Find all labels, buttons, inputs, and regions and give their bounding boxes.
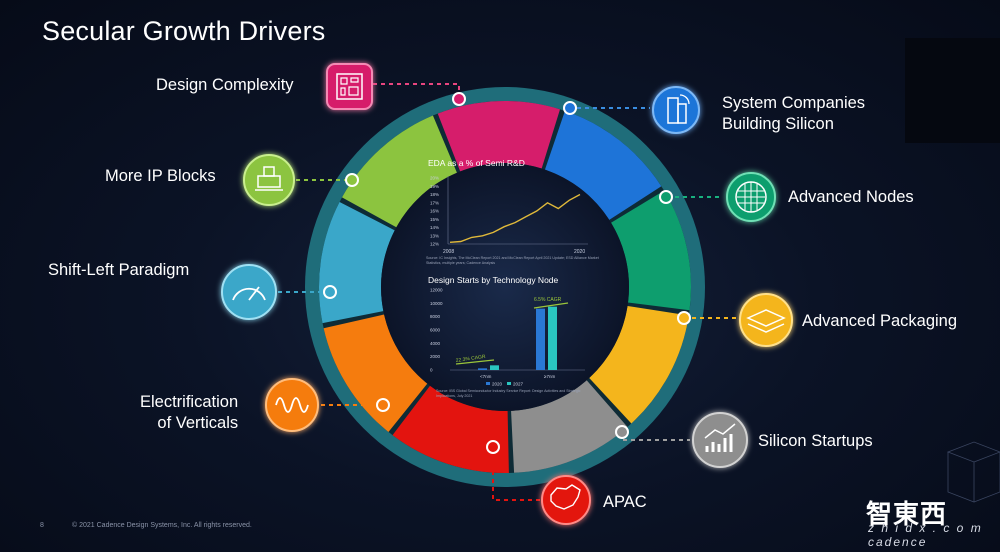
design-complexity-icon <box>326 63 373 110</box>
label-electrification-line2: of Verticals <box>157 414 239 432</box>
silicon-startups-icon <box>692 412 748 468</box>
label-system-companies-line2: Building Silicon <box>722 115 834 133</box>
chart1-y-tick: 18% <box>430 192 439 197</box>
electrification-icon <box>265 378 319 432</box>
ring-segments <box>318 101 691 473</box>
chart1-y-tick: 19% <box>430 184 439 189</box>
ring-segment-design-complexity <box>437 101 561 172</box>
chart2-cagr-right: 6.5% CAGR <box>534 297 562 303</box>
watermark-logo: 智東西 <box>866 499 948 529</box>
label-advanced-nodes: Advanced Nodes <box>788 188 914 206</box>
gauge-icon <box>221 264 277 320</box>
chart2-y-tick: 8000 <box>430 314 441 319</box>
page-number: 8 <box>40 522 44 529</box>
ring-segment-shift-left <box>318 201 395 324</box>
corner-panel <box>905 38 1000 143</box>
chart-design-starts: Design Starts by Technology Node 12000 10… <box>428 275 585 398</box>
chart1-y-tick: 13% <box>430 233 439 238</box>
chart2-bar-2027 <box>490 365 499 370</box>
chart1-x-start: 2008 <box>443 249 454 255</box>
label-system-companies-line1: System Companies <box>722 94 866 112</box>
dot-silicon-startups <box>615 425 629 439</box>
chart2-legend-2027: 2027 <box>513 382 524 387</box>
chart2-y-tick: 10000 <box>430 301 443 306</box>
chart1-y-tick: 20% <box>430 176 439 181</box>
dot-electrification <box>376 398 390 412</box>
chart2-cagr-left: 22.3% CAGR <box>455 354 486 364</box>
chart2-cat-right: ≥7nm <box>544 374 555 379</box>
label-advanced-packaging: Advanced Packaging <box>802 312 958 330</box>
chart2-bar-2020 <box>536 308 545 370</box>
system-companies-icon <box>652 86 700 134</box>
chart2-cat-left: <7nm <box>480 374 492 379</box>
chart2-bars <box>478 306 557 370</box>
ring-hub <box>381 163 629 411</box>
dot-system-companies <box>563 101 577 115</box>
label-design-complexity: Design Complexity <box>156 76 294 94</box>
page-title: Secular Growth Drivers <box>42 16 326 46</box>
chart1-x-end: 2020 <box>574 249 585 255</box>
chart2-y-tick: 2000 <box>430 354 441 359</box>
chart2-y-tick: 12000 <box>430 288 443 293</box>
ring-segment-silicon-startups <box>511 380 628 473</box>
chart2-y-tick: 0 <box>430 368 433 373</box>
chart1-y-tick: 17% <box>430 200 439 205</box>
watermark-sub: z h i d x . c o m cadence <box>868 521 983 549</box>
chart1-y-tick: 12% <box>430 242 439 247</box>
chart1-y-tick: 15% <box>430 217 439 222</box>
decorative-cubes <box>946 441 1000 503</box>
label-system-companies: System Companies Building Silicon <box>722 93 865 135</box>
copyright-footer: © 2021 Cadence Design Systems, Inc. All … <box>72 522 252 529</box>
label-electrification: Electrification of Verticals <box>140 392 238 434</box>
ring-segment-more-ip-blocks <box>342 115 457 228</box>
chart1-y-tick: 14% <box>430 225 439 230</box>
dot-more-ip <box>345 173 359 187</box>
chart-eda-share: EDA as a % of Semi R&D 20% 19% 18% 17% 16% 15… <box>426 158 599 265</box>
chart2-y-tick: 6000 <box>430 328 441 333</box>
dot-advanced-packaging <box>677 311 691 325</box>
label-electrification-line1: Electrification <box>140 393 239 411</box>
label-silicon-startups: Silicon Startups <box>758 432 873 450</box>
label-shift-left: Shift-Left Paradigm <box>48 261 190 279</box>
dot-shift-left <box>323 285 337 299</box>
chart2-y-tick: 4000 <box>430 341 441 346</box>
label-apac: APAC <box>603 493 647 511</box>
advanced-packaging-icon <box>739 293 793 347</box>
dot-advanced-nodes <box>659 190 673 204</box>
dot-design-complexity <box>452 92 466 106</box>
label-more-ip-blocks: More IP Blocks <box>105 167 216 185</box>
ring-segment-advanced-nodes <box>611 190 691 311</box>
chart1-y-tick: 16% <box>430 209 439 214</box>
chart2-bar-2027 <box>548 306 557 370</box>
chart2-title: Design Starts by Technology Node <box>428 275 559 285</box>
ring-segment-electrification <box>323 314 428 432</box>
china-map-icon <box>541 475 591 525</box>
chart1-title: EDA as a % of Semi R&D <box>428 158 525 168</box>
ring-segment-apac <box>392 385 509 473</box>
chart2-source: Source: IBS Global Semiconductor Industr… <box>436 389 581 398</box>
connector-dots <box>323 92 691 454</box>
chart1-source: Source: IC Insights, The McClean Report … <box>426 256 599 265</box>
dot-apac <box>486 440 500 454</box>
chart2-y-ticks: 12000 10000 8000 6000 4000 2000 0 <box>430 288 443 373</box>
chart2-bar-2020 <box>478 368 487 370</box>
connector-apac <box>492 447 540 501</box>
chart1-line <box>449 193 581 243</box>
advanced-nodes-icon <box>726 172 776 222</box>
more-ip-blocks-icon <box>243 154 295 206</box>
chart1-y-ticks: 20% 19% 18% 17% 16% 15% 14% 13% 12% <box>430 176 439 247</box>
ring-segment-advanced-packaging <box>589 305 689 424</box>
chart2-legend-2020: 2020 <box>492 382 503 387</box>
ring-segment-system-companies <box>544 110 662 220</box>
